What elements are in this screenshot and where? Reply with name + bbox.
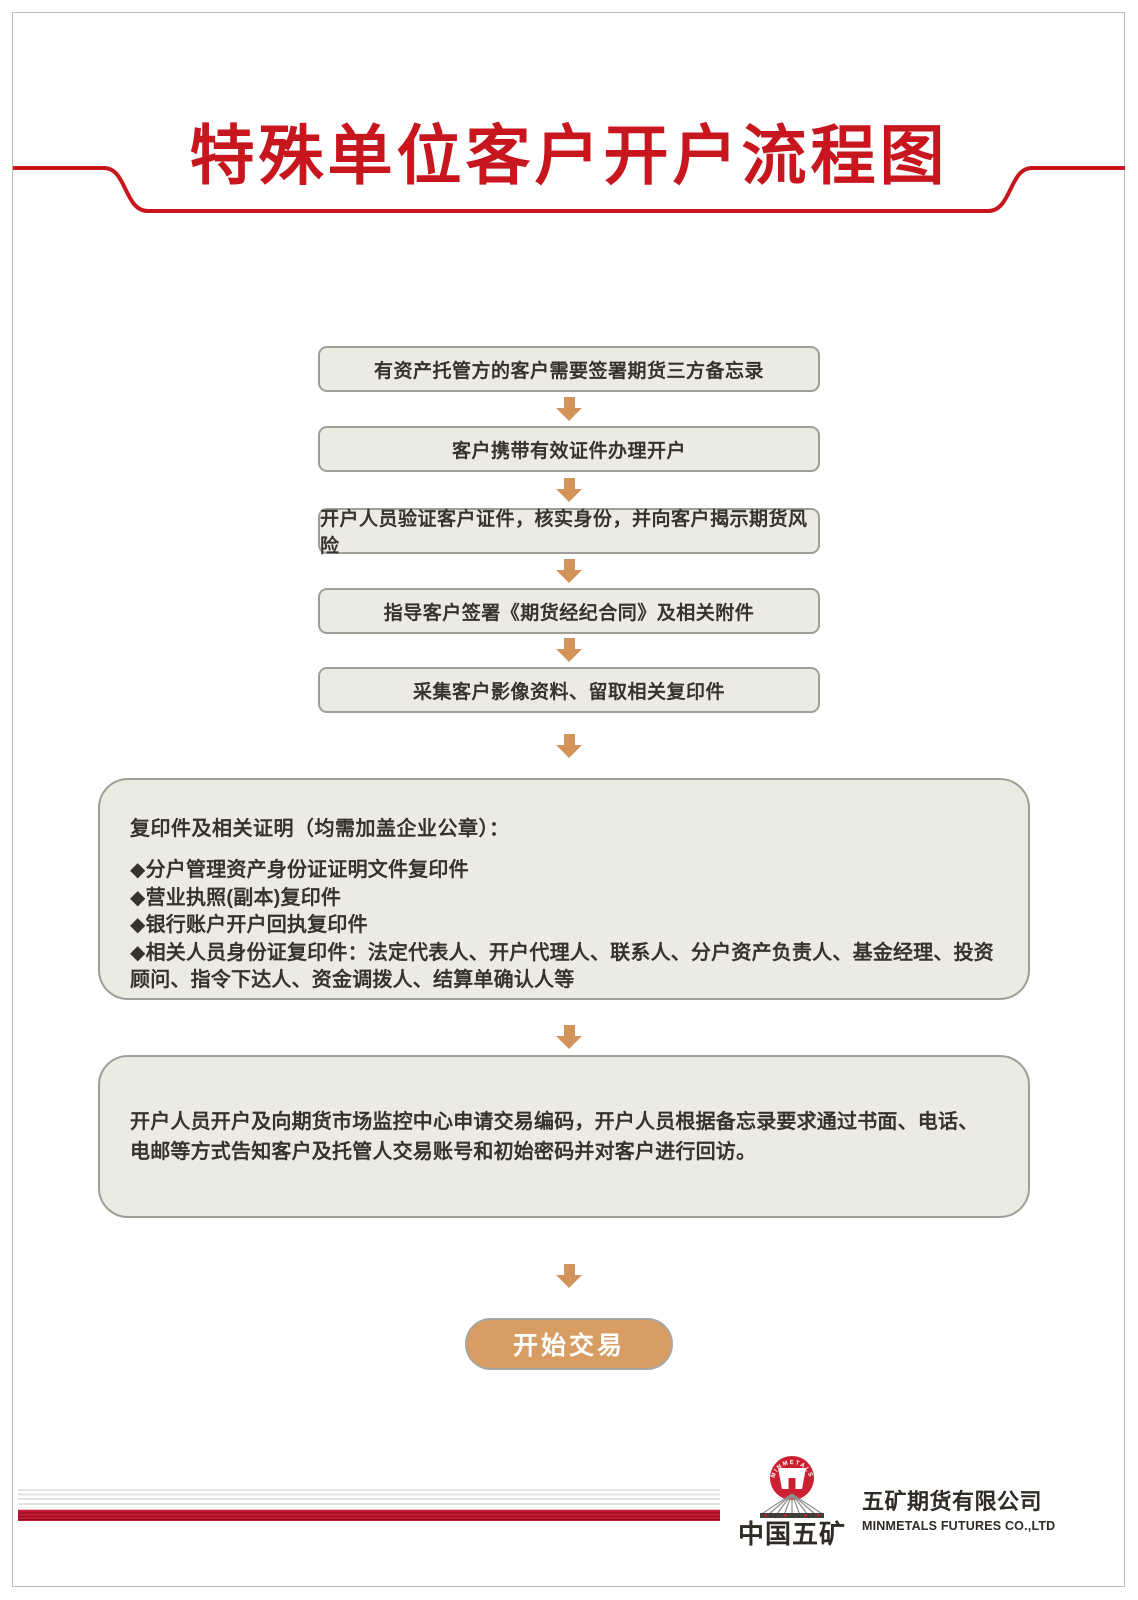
flow-step-verify-identity: 开户人员验证客户证件，核实身份，并向客户揭示期货风险	[318, 508, 820, 557]
flow-step-sign-contract: 指导客户签署《期货经纪合同》及相关附件	[318, 588, 820, 634]
page-border	[12, 12, 1125, 1587]
down-arrow-icon	[556, 397, 582, 421]
document-item: ◆银行账户开户回执复印件	[130, 914, 368, 936]
flow-step-memorandum: 有资产托管方的客户需要签署期货三方备忘录	[318, 346, 820, 392]
document-item: ◆分户管理资产身份证证明文件复印件	[130, 859, 469, 881]
footer-stripes	[18, 1489, 720, 1521]
document-item: ◆相关人员身份证复印件：法定代表人、开户代理人、联系人、分户资产负责人、基金经理…	[130, 941, 994, 992]
start-trading-button: 开始交易	[465, 1318, 673, 1370]
document-item: ◆营业执照(副本)复印件	[130, 886, 342, 909]
company-name-block: 五矿期货有限公司 MINMETALS FUTURES CO.,LTD	[862, 1484, 1055, 1533]
footer-stripes-gray	[18, 1489, 720, 1508]
down-arrow-icon	[556, 478, 582, 502]
account-opening-notice-text: 开户人员开户及向期货市场监控中心申请交易编码，开户人员根据备忘录要求通过书面、电…	[130, 1110, 979, 1163]
down-arrow-icon	[556, 638, 582, 662]
documents-required-heading: 复印件及相关证明（均需加盖企业公章）：	[130, 818, 510, 840]
company-name-cn: 五矿期货有限公司	[862, 1489, 1043, 1514]
down-arrow-icon	[556, 1025, 582, 1049]
title-underline-decoration	[13, 166, 1125, 213]
flow-step-bring-documents: 客户携带有效证件办理开户	[318, 426, 820, 472]
minmetals-logo-icon: MINMETALS	[759, 1456, 825, 1518]
documents-required-box: 复印件及相关证明（均需加盖企业公章）： ◆分户管理资产身份证证明文件复印件 ◆营…	[98, 778, 1030, 1000]
account-opening-notice-box: 开户人员开户及向期货市场监控中心申请交易编码，开户人员根据备忘录要求通过书面、电…	[98, 1055, 1030, 1218]
page-title: 特殊单位客户开户流程图	[189, 119, 949, 192]
company-name-en: MINMETALS FUTURES CO.,LTD	[862, 1519, 1056, 1533]
down-arrow-icon	[556, 559, 582, 583]
flow-step-collect-images: 采集客户影像资料、留取相关复印件	[318, 667, 820, 713]
down-arrow-icon	[556, 1264, 582, 1288]
down-arrow-icon	[556, 734, 582, 758]
footer-stripes-red	[18, 1509, 720, 1521]
logo-caption: 中国五矿	[738, 1519, 847, 1549]
